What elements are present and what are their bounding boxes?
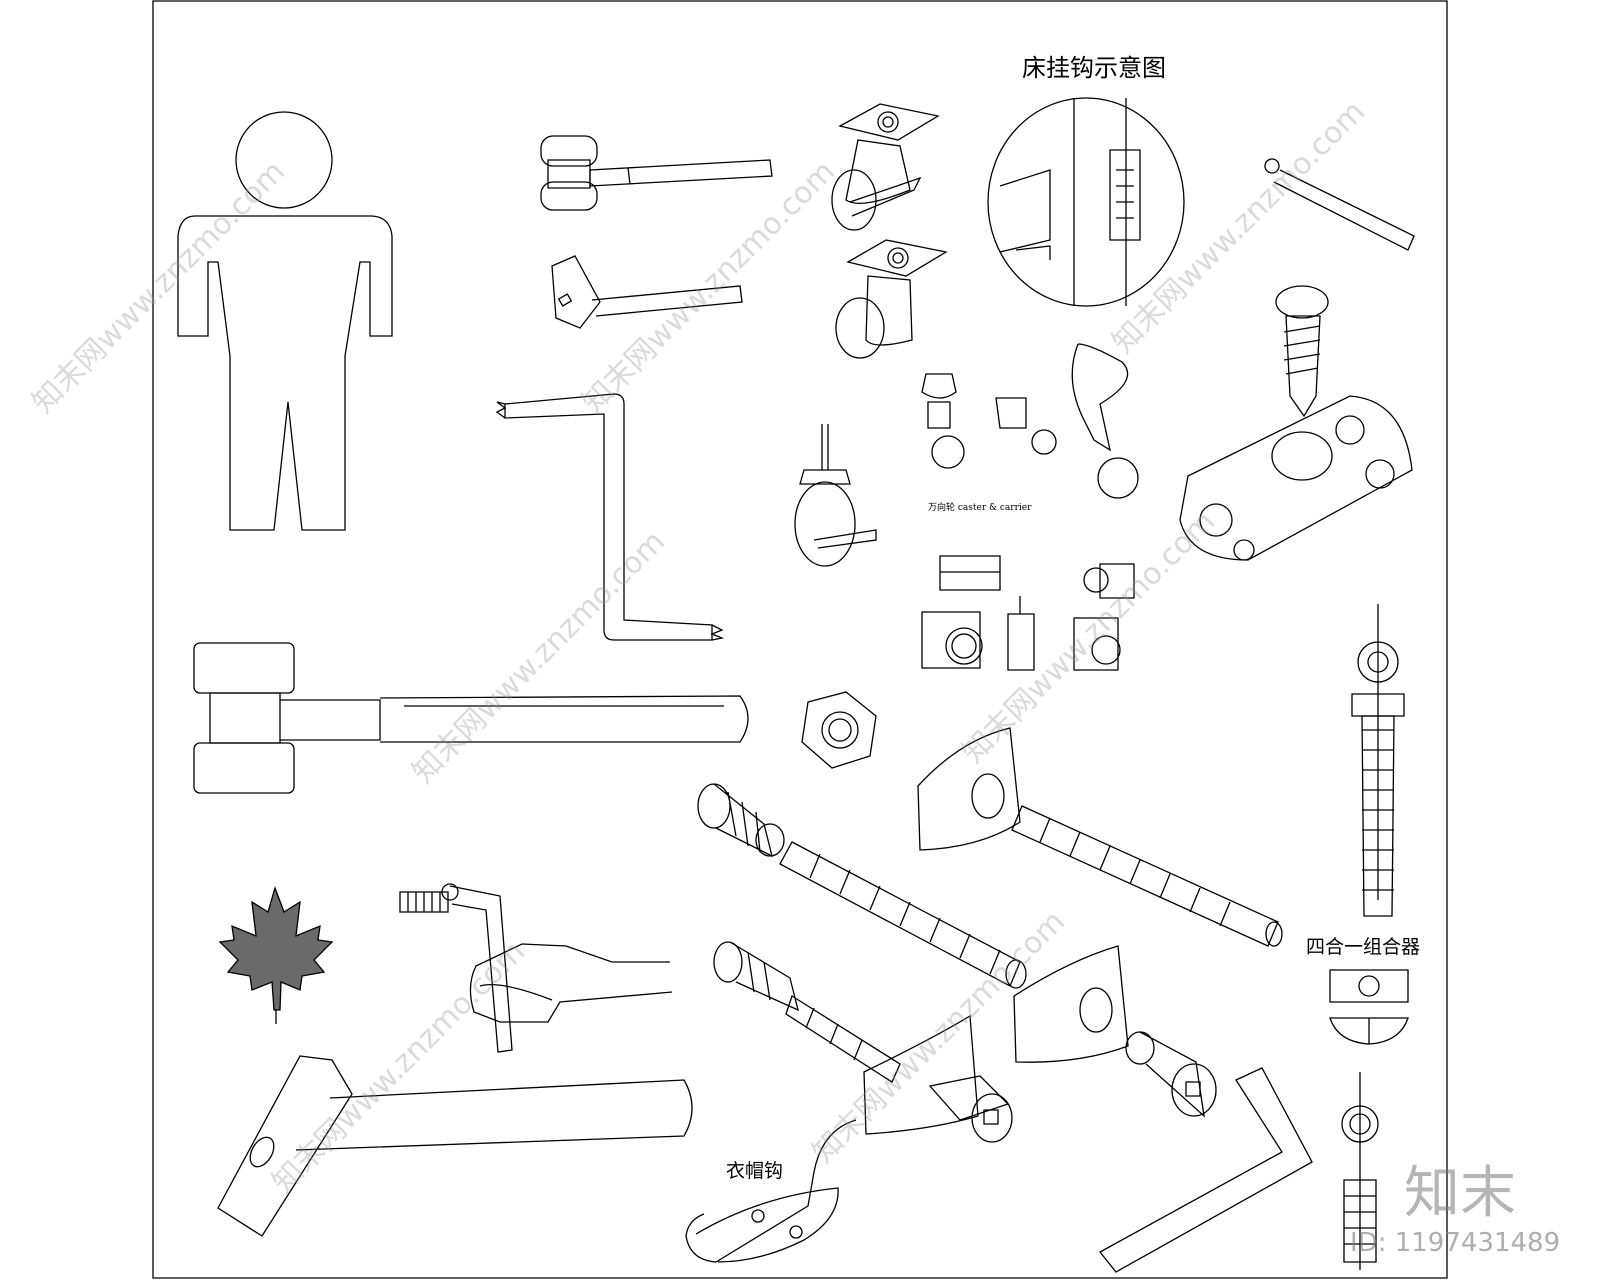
threaded-rod-three-icon <box>786 996 900 1082</box>
small-bolt-bottom-icon <box>1342 1072 1378 1270</box>
cam-piece-top-icon <box>918 728 1020 850</box>
hand-hex-key-icon <box>400 884 672 1052</box>
coat-hook-icon <box>686 1120 856 1262</box>
label-four-in-one: 四合一组合器 <box>1306 936 1421 958</box>
connector-bolt-left-icon <box>930 1076 1012 1142</box>
caster-section-drawings <box>922 556 1134 670</box>
caster-top-icon <box>832 104 938 230</box>
connector-bolt-right-icon <box>1126 1032 1216 1116</box>
caster-second-icon <box>836 240 946 358</box>
cam-piece-mid-icon <box>1014 946 1128 1062</box>
four-in-one-combiner-icon <box>1330 970 1408 1044</box>
hex-key-top-right-icon <box>1265 159 1414 250</box>
long-bolt-icon <box>1352 604 1404 916</box>
watermark-id: ID: 1197431489 <box>1350 1228 1561 1258</box>
threaded-rod-two-icon <box>1012 806 1282 946</box>
label-coat-hook: 衣帽钩 <box>726 1160 784 1182</box>
human-figure-icon <box>178 112 392 530</box>
sheet-border <box>153 1 1447 1278</box>
maple-leaf-icon <box>220 888 332 1024</box>
label-bed-hook: 床挂钩示意图 <box>1022 54 1166 82</box>
threaded-insert-top-icon <box>698 784 784 856</box>
screw-bracket-icon <box>1180 286 1412 560</box>
hex-key-large-icon <box>1100 1068 1312 1272</box>
bed-hook-detail-icon <box>988 98 1184 306</box>
claw-hammer-large-icon <box>218 1056 692 1236</box>
caster-ball-icons <box>922 344 1138 498</box>
cam-piece-bottom-icon <box>864 1016 978 1134</box>
threaded-insert-mid-icon <box>714 942 798 1010</box>
mallet-small-icon <box>541 136 772 210</box>
rubber-mallet-large-icon <box>194 643 748 793</box>
caster-stem-icon <box>795 424 876 566</box>
hex-nut-icon <box>802 692 876 768</box>
claw-hammer-small-icon <box>552 256 742 328</box>
threaded-rod-one-icon <box>780 842 1026 988</box>
watermark-brand: 知末 <box>1404 1161 1516 1226</box>
l-bit-driver-icon <box>497 394 722 640</box>
label-caster-small: 万向轮 caster & carrier <box>928 503 1032 513</box>
